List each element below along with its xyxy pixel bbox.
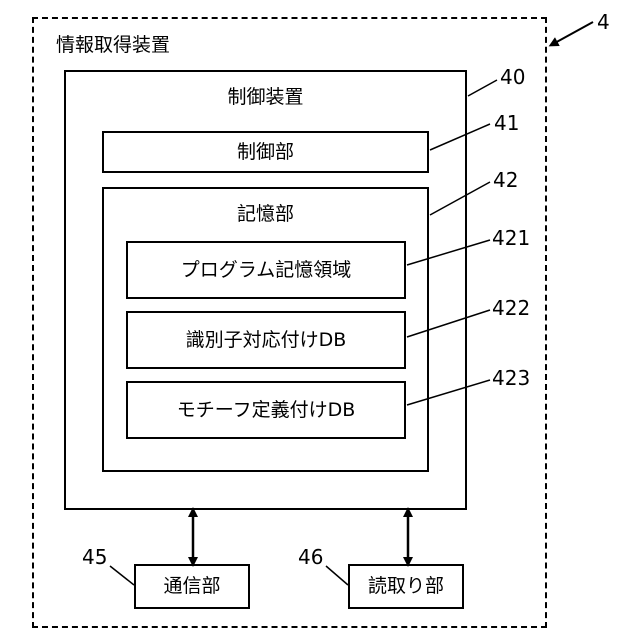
leader-line-41 <box>430 124 490 150</box>
leader-line-40 <box>468 80 497 96</box>
leader-line-45 <box>110 566 134 585</box>
leader-line-42 <box>430 182 490 215</box>
figure-pointer-arrow <box>553 22 593 44</box>
leader-line-46 <box>326 566 348 585</box>
leader-line-423 <box>407 380 490 405</box>
leader-line-422 <box>407 310 490 337</box>
leader-line-421 <box>407 240 490 265</box>
